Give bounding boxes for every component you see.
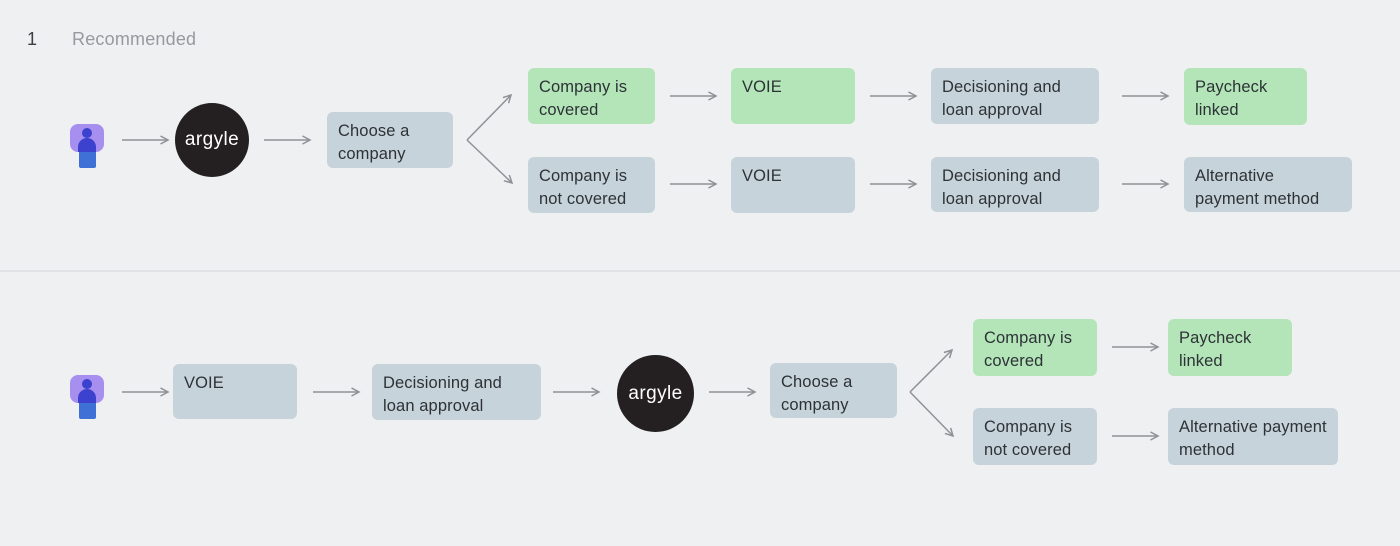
user-icon-head — [82, 379, 92, 389]
node-choose-company: Choose a company — [770, 363, 897, 418]
node-alternative-payment: Alternative payment method — [1184, 157, 1352, 212]
user-icon-torso — [78, 403, 96, 419]
user-icon-shoulders — [78, 138, 96, 152]
argyle-logo-label: argyle — [628, 382, 683, 404]
node-voie: VOIE — [173, 364, 297, 419]
node-voie-covered: VOIE — [731, 68, 855, 124]
user-icon — [70, 375, 106, 419]
user-icon-head — [82, 128, 92, 138]
user-icon — [70, 124, 106, 168]
node-decisioning-not-covered: Decisioning and loan approval — [931, 157, 1099, 212]
node-paycheck-linked: Paycheck linked — [1168, 319, 1292, 376]
node-company-covered: Company is covered — [528, 68, 655, 124]
arrow-connector — [909, 350, 952, 393]
node-company-covered: Company is covered — [973, 319, 1097, 376]
user-icon-shoulders — [78, 389, 96, 403]
node-alternative-payment: Alternative payment method — [1168, 408, 1338, 465]
node-company-not-covered: Company is not covered — [528, 157, 655, 213]
section-title: Recommended — [72, 29, 197, 49]
arrow-connector — [909, 391, 953, 436]
node-choose-company: Choose a company — [327, 112, 453, 168]
node-decisioning: Decisioning and loan approval — [372, 364, 541, 420]
node-paycheck-linked: Paycheck linked — [1184, 68, 1307, 125]
section-number: 1 — [27, 29, 38, 49]
argyle-logo: argyle — [617, 355, 694, 432]
argyle-logo-label: argyle — [184, 129, 240, 150]
arrow-connector — [466, 139, 512, 183]
node-company-not-covered: Company is not covered — [973, 408, 1097, 465]
section-divider — [0, 270, 1400, 272]
user-icon-torso — [78, 152, 96, 168]
argyle-logo: argyle — [175, 103, 249, 177]
node-decisioning-covered: Decisioning and loan approval — [931, 68, 1099, 124]
node-voie-not-covered: VOIE — [731, 157, 855, 213]
arrow-connector — [466, 95, 511, 141]
